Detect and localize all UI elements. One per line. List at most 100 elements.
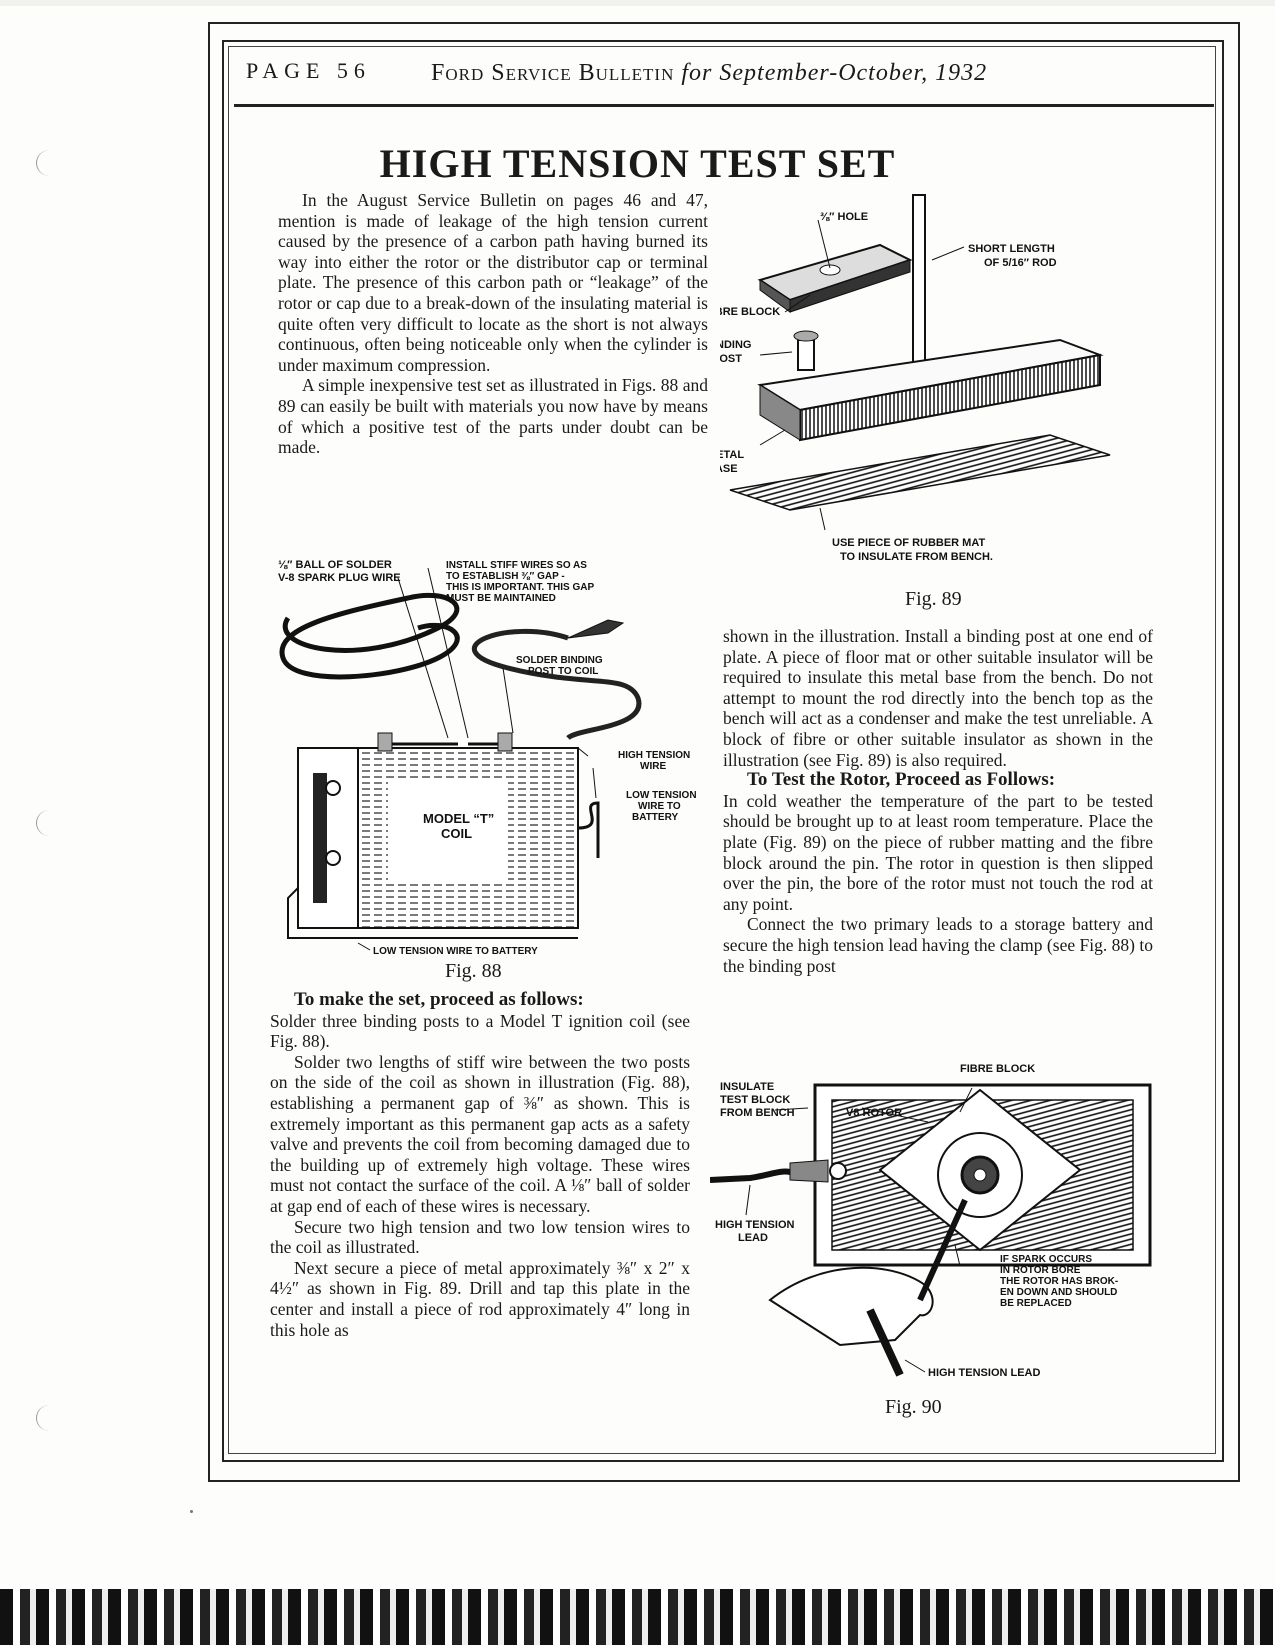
label-insulate-2: TEST BLOCK	[720, 1094, 790, 1106]
leader-line	[745, 1184, 751, 1216]
make-set-paragraph-3: Secure two high tension and two low tens…	[270, 1216, 690, 1258]
high-tension-lead-bottom	[866, 1308, 904, 1377]
label-model-t-coil-2: COIL	[441, 826, 472, 841]
lead-clamp	[789, 1159, 829, 1183]
right-column-text: shown in the illustration. Install a bin…	[723, 626, 1153, 976]
label-spark-3: THE ROTOR HAS BROK-	[1000, 1276, 1118, 1287]
label-metal-base-2: BASE	[720, 463, 738, 475]
coil-box-end	[297, 747, 359, 929]
label-spark-2: IN ROTOR BORE	[1000, 1265, 1081, 1276]
leader-line	[577, 747, 589, 757]
label-low-tension-battery: LOW TENSION WIRE TO BATTERY	[373, 946, 538, 957]
leader-line	[592, 767, 597, 799]
low-tension-wire-bottom	[287, 887, 578, 939]
label-v8-rotor: V8 ROTOR	[846, 1107, 902, 1119]
high-tension-wire	[471, 628, 642, 741]
label-rubber-mat-1: USE PIECE OF RUBBER MAT	[832, 537, 985, 549]
fibre-block-hole	[819, 264, 841, 276]
label-high-tension-2: WIRE	[640, 761, 666, 772]
fig-89-caption: Fig. 89	[905, 588, 962, 610]
leader-line	[357, 942, 371, 951]
leader-line	[759, 351, 793, 356]
label-rubber-mat-2: TO INSULATE FROM BENCH.	[840, 551, 993, 563]
leader-line	[819, 507, 826, 531]
label-spark-5: BE REPLACED	[1000, 1298, 1072, 1309]
leader-line	[784, 294, 811, 313]
label-metal-base-1: METAL	[720, 449, 744, 461]
label-high-tension-lead-1: HIGH TENSION	[715, 1219, 795, 1231]
low-tension-wire	[577, 801, 600, 858]
leader-line	[774, 1107, 809, 1111]
intro-paragraph-2: A simple inexpensive test set as illustr…	[278, 375, 708, 458]
punch-hole-mark	[36, 1405, 63, 1431]
coil-terminal	[325, 850, 341, 866]
label-install-4: MUST BE MAINTAINED	[446, 593, 556, 604]
leader-line	[904, 1359, 926, 1373]
fig-90-caption: Fig. 90	[885, 1396, 942, 1418]
label-install-3: THIS IS IMPORTANT. THIS GAP	[446, 582, 594, 593]
fig-88-caption: Fig. 88	[445, 960, 502, 982]
fig-90-illustration: FIBRE BLOCK INSULATE TEST BLOCK FROM BEN…	[710, 1063, 1152, 1379]
leader-line	[817, 219, 831, 269]
leader-line	[861, 1107, 929, 1123]
punch-hole-mark	[36, 150, 63, 176]
label-insulate-3: FROM BENCH	[720, 1107, 795, 1119]
article-title: HIGH TENSION TEST SET	[379, 141, 896, 186]
rod-top	[973, 1168, 987, 1182]
label-short-length-1: SHORT LENGTH	[968, 243, 1055, 255]
label-low-tension-2: WIRE TO	[638, 801, 681, 812]
label-binding-post-1: BINDING	[720, 339, 751, 351]
label-spark-1: IF SPARK OCCURS	[1000, 1254, 1092, 1265]
scan-speck	[190, 1510, 193, 1513]
rotor-test-paragraph-1: In cold weather the temperature of the p…	[723, 790, 1153, 914]
fig-88-illustration: ⅛″ BALL OF SOLDER V-8 SPARK PLUG WIRE IN…	[278, 559, 697, 957]
hand-shape	[768, 1266, 934, 1347]
label-insulate-1: INSULATE	[720, 1081, 774, 1093]
binding-post-cap	[793, 330, 819, 342]
continuation-paragraph: shown in the illustration. Install a bin…	[723, 626, 1153, 770]
publication-title: Ford Service Bulletin for September-Octo…	[431, 60, 987, 87]
rubber-mat-shape	[729, 434, 1111, 511]
scan-top-edge	[0, 0, 1275, 6]
page-border-inner	[222, 40, 1224, 1462]
label-hole: ⅜″ HOLE	[820, 211, 868, 223]
page-border-outer	[208, 22, 1240, 1482]
coil-terminal-bar	[313, 773, 327, 903]
label-high-tension-lead-bottom: HIGH TENSION LEAD	[928, 1367, 1041, 1379]
page-border-inner-thin	[228, 46, 1216, 1454]
punch-hole-mark	[36, 810, 63, 836]
label-binding-post-2: POST	[720, 353, 742, 365]
scan-bottom-edge	[0, 1589, 1275, 1645]
plate-side	[759, 384, 801, 441]
binding-post	[377, 732, 393, 752]
leader-line	[931, 246, 965, 261]
spark-plug-wire-coil	[279, 592, 460, 680]
make-set-paragraph-1: Solder three binding posts to a Model T …	[270, 1010, 690, 1052]
rod-shape	[912, 194, 926, 376]
intro-text: In the August Service Bulletin on pages …	[278, 190, 708, 458]
label-ball-solder: ⅛″ BALL OF SOLDER	[278, 559, 392, 571]
leader-line	[759, 429, 786, 446]
page-header: PAGE 56 Ford Service Bulletin for Septem…	[246, 58, 1221, 102]
label-spark-plug-wire: V-8 SPARK PLUG WIRE	[278, 572, 401, 584]
intro-paragraph-1: In the August Service Bulletin on pages …	[278, 190, 708, 375]
label-solder-2: POST TO COIL	[528, 666, 598, 677]
make-set-paragraph-2: Solder two lengths of stiff wire between…	[270, 1051, 690, 1216]
label-low-tension-1: LOW TENSION	[626, 790, 697, 801]
label-fibre-block: FIBRE BLOCK	[720, 306, 780, 318]
coil-terminal	[325, 780, 341, 796]
wire-clamp	[567, 619, 625, 639]
model-t-plate	[388, 780, 508, 880]
leader-line	[954, 1244, 961, 1267]
lead-clamp-ring	[829, 1162, 847, 1180]
publication-name: Ford Service Bulletin	[431, 60, 675, 86]
make-set-paragraph-4: Next secure a piece of metal approximate…	[270, 1257, 690, 1340]
label-spark-4: EN DOWN AND SHOULD	[1000, 1287, 1117, 1298]
label-solder-1: SOLDER BINDING	[516, 655, 603, 666]
label-high-tension-1: HIGH TENSION	[618, 750, 690, 761]
leader-line	[427, 567, 469, 739]
page-number: PAGE 56	[246, 58, 371, 83]
label-short-length-2: OF 5/16″ ROD	[984, 257, 1057, 269]
label-low-tension-3: BATTERY	[632, 812, 678, 823]
rotor-test-heading: To Test the Rotor, Proceed as Follows:	[747, 769, 1056, 791]
